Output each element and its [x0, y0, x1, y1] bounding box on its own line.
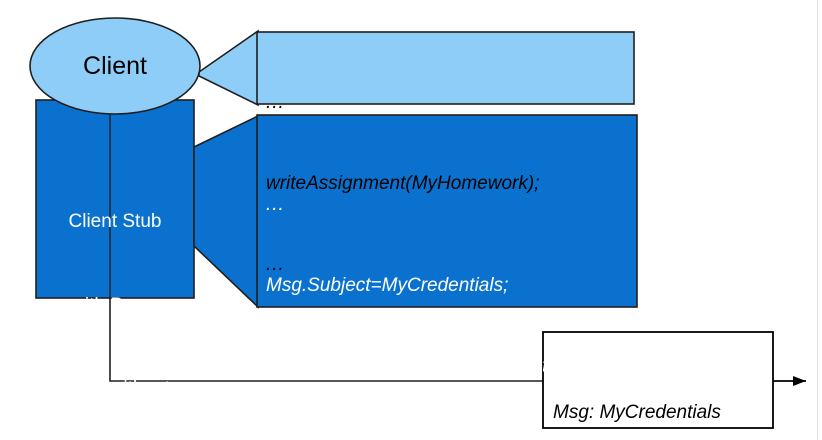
- stub-code-text: ... Msg.Subject=MyCredentials; Msg.Metho…: [266, 138, 579, 440]
- client-stub-label: Client Stub with Proxy (here without PEP…: [30, 152, 200, 440]
- client-stub-label-line: (here without: [60, 378, 170, 400]
- client-node-label: Client: [83, 52, 147, 80]
- message-box[interactable]: [542, 331, 774, 429]
- code-line: ...: [266, 253, 285, 275]
- code-line: ...: [266, 193, 285, 215]
- callout-box-application-code[interactable]: [256, 31, 635, 105]
- code-line: ...: [266, 91, 285, 113]
- page-edge-rule: [817, 0, 818, 440]
- code-line: Msg.Method_Id=writeAssignment_Id;: [266, 355, 580, 377]
- message-box-label: Msg:: [553, 401, 595, 423]
- client-node-ellipse[interactable]: [29, 17, 201, 115]
- message-box-field: MyCredentials: [599, 401, 721, 423]
- client-stub-label-line: with Proxy: [71, 294, 159, 316]
- message-outgoing-arrow-head: [793, 376, 806, 386]
- callout-box-stub-code[interactable]: [256, 114, 638, 308]
- callout-tail-stub: [193, 114, 259, 309]
- code-line: Msg.Subject=MyCredentials;: [266, 274, 509, 296]
- client-stub-label-line: Client Stub: [68, 210, 162, 232]
- code-line: writeAssignment(MyHomework);: [266, 172, 540, 194]
- application-code-text: ... writeAssignment(MyHomework); ...: [266, 36, 539, 333]
- connector-stub-to-message: [109, 298, 543, 382]
- message-box-text: Msg: MyCredentials writeAssignment_Id My…: [553, 341, 765, 440]
- client-stub-cylinder-body[interactable]: [35, 99, 195, 299]
- callout-tail-client: [198, 29, 259, 107]
- message-box-line: Msg: MyCredentials: [553, 399, 765, 428]
- code-line: Msg.Params= MyHomework;: [266, 435, 579, 440]
